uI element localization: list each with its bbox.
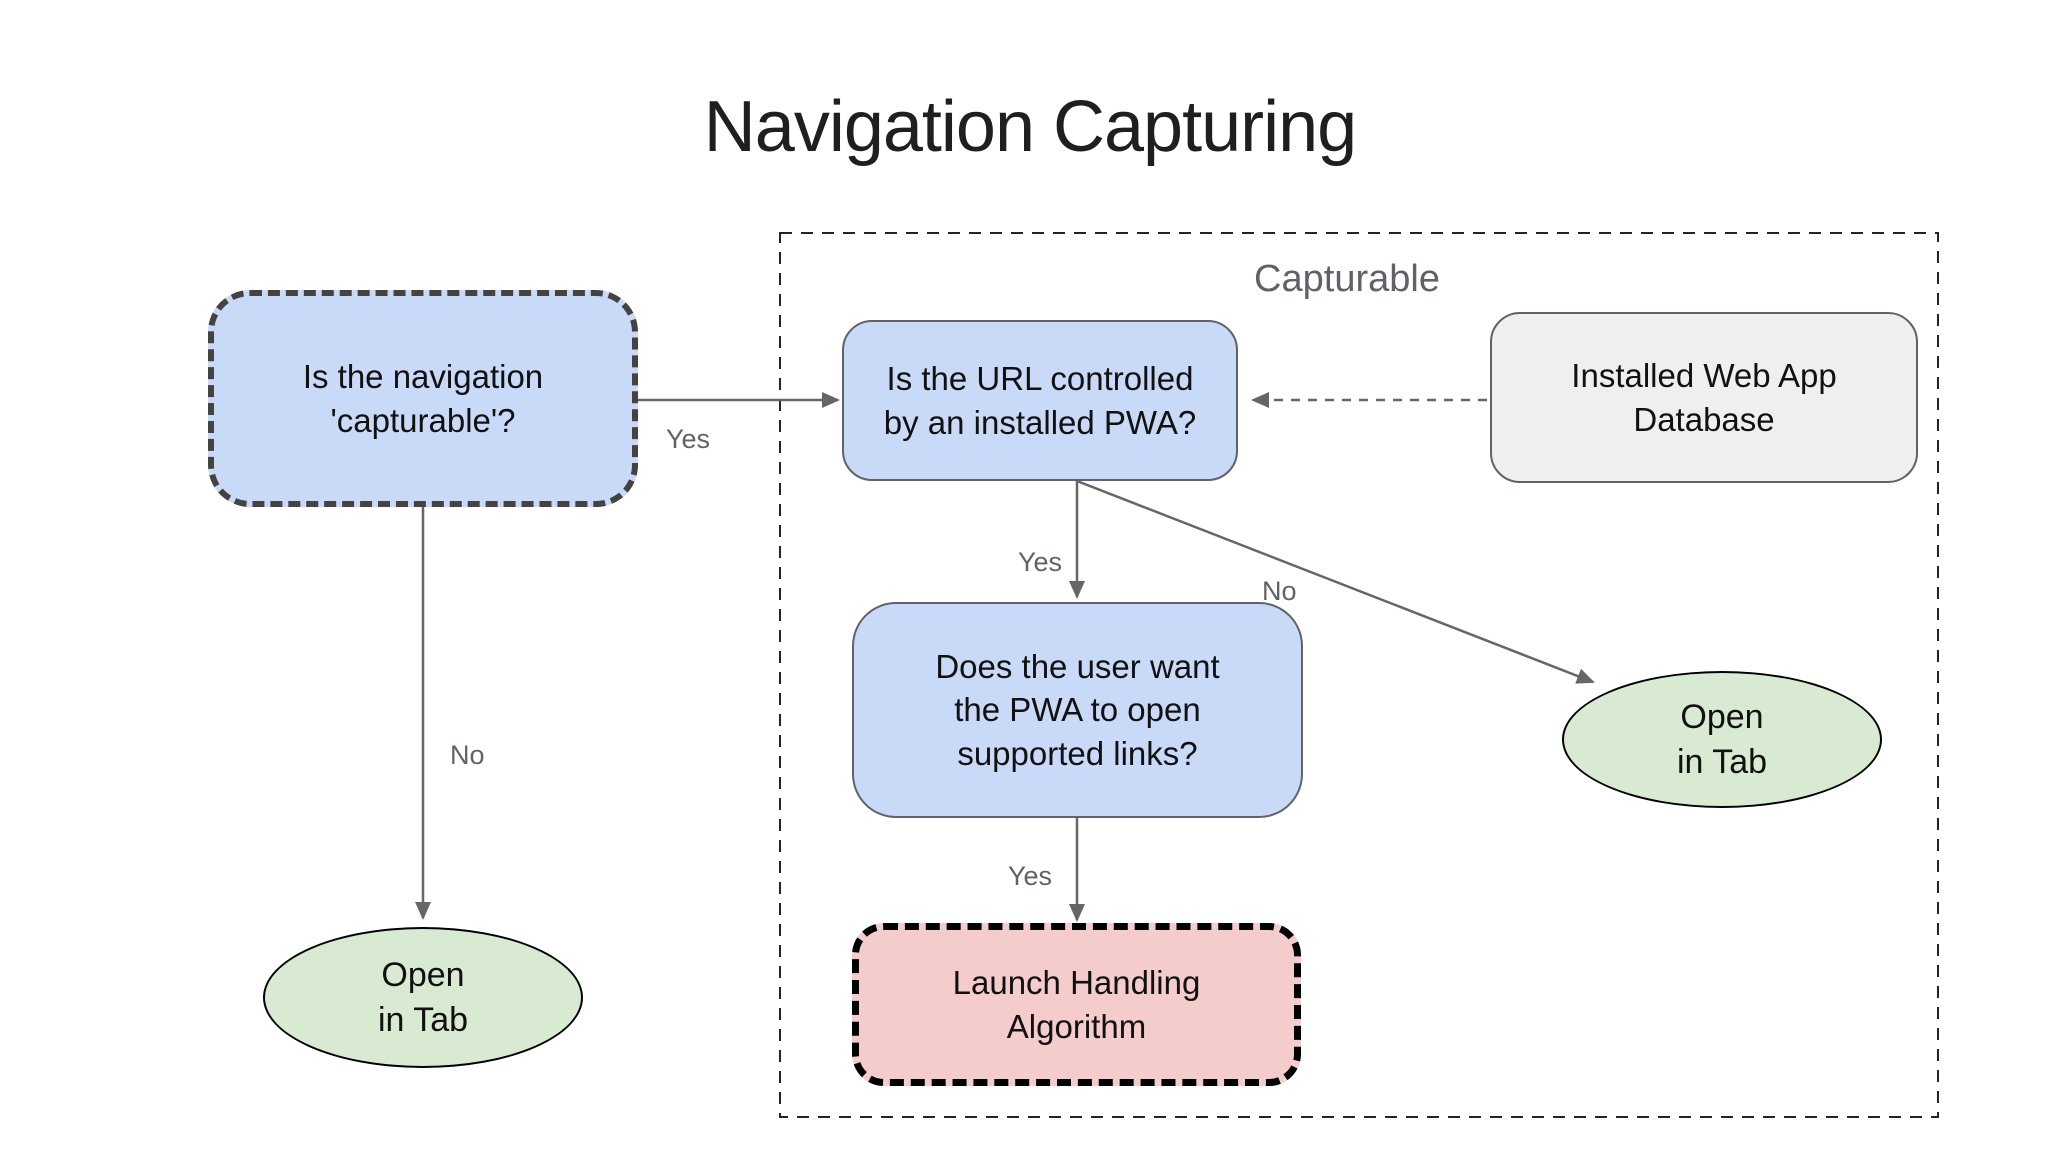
node-open-in-tab-right: Open in Tab xyxy=(1562,671,1882,808)
node-url-controlled-question: Is the URL controlled by an installed PW… xyxy=(842,320,1238,481)
edge-label-url-no: No xyxy=(1262,576,1297,606)
edge-url-no xyxy=(1076,479,1595,684)
edge-label-capturable-yes: Yes xyxy=(666,424,711,454)
edge-label-capturable-no: No xyxy=(450,740,485,770)
node-installed-db: Installed Web App Database xyxy=(1490,312,1918,483)
capturable-group-label: Capturable xyxy=(1254,258,1440,300)
node-open-in-tab-left: Open in Tab xyxy=(263,927,583,1068)
page-title: Navigation Capturing xyxy=(703,87,1357,167)
edge-label-url-yes: Yes xyxy=(1018,547,1063,577)
node-capturable-question: Is the navigation 'capturable'? xyxy=(208,290,638,507)
capturable-group-border xyxy=(779,232,1939,1118)
node-launch-handling: Launch Handling Algorithm xyxy=(852,923,1301,1086)
node-user-want-question: Does the user want the PWA to open suppo… xyxy=(852,602,1303,818)
edge-label-user-yes: Yes xyxy=(1008,861,1053,891)
